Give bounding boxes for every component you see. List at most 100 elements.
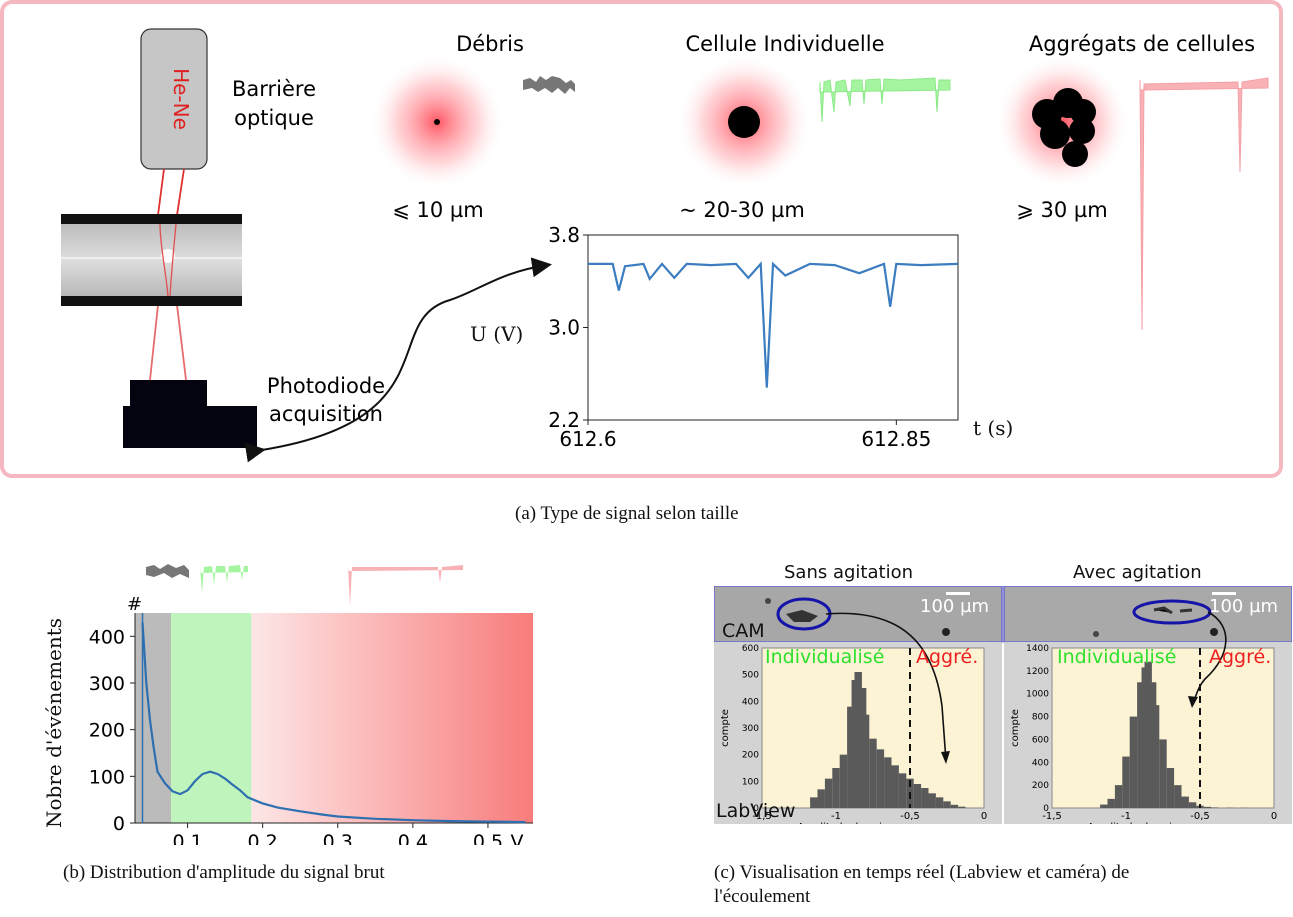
chart3-ytick-label: 1400	[1026, 644, 1049, 654]
scale-bar-right: 100 µm	[1209, 596, 1279, 617]
chart3-bar	[1144, 661, 1152, 808]
chart2-bar	[876, 749, 885, 808]
svg-text:~ 20-30 µm: ~ 20-30 µm	[679, 198, 805, 222]
chart3-xtick-label: -1,5	[1042, 811, 1062, 822]
voltage-axis-label: U (V)	[470, 322, 524, 346]
chart2-xtick-label: -1	[831, 811, 841, 822]
barrier-label-1: Barrière	[232, 77, 316, 101]
thumb-aggregates	[348, 565, 463, 607]
chart3-xlabel: Amplitude des pics	[1087, 822, 1182, 824]
chart1-region	[135, 613, 172, 823]
selection-ellipse-right	[1132, 599, 1212, 625]
label-aggre-left: Aggré.	[916, 646, 979, 668]
caption-c-line1: (c) Visualisation en temps réel (Labview…	[714, 862, 1130, 883]
caption-b: (b) Distribution d'amplitude du signal b…	[63, 862, 385, 883]
chart0-series-line	[588, 261, 959, 388]
laser-beam-top	[157, 168, 185, 216]
chart3-ytick-label: 1000	[1026, 690, 1049, 700]
chart1-ytick-label: 300	[89, 673, 125, 695]
barrier-label-2: optique	[234, 106, 314, 130]
chart2-bar	[943, 801, 951, 808]
svg-text:Cellule Individuelle: Cellule Individuelle	[685, 32, 884, 56]
chart3-bar	[1166, 768, 1175, 808]
chart0-ytick-label: 3.0	[548, 316, 580, 340]
thumb-debris	[146, 564, 189, 578]
chart3-ytick-label: 600	[1032, 735, 1049, 745]
chart2-bar	[958, 806, 966, 808]
chart0-ytick-label: 3.8	[548, 225, 580, 247]
chart2-bar	[854, 672, 862, 808]
photodiode-label-1: Photodiode	[267, 374, 385, 398]
chart2-bar	[847, 706, 855, 808]
chart1-ytick-label: 0	[113, 813, 125, 835]
label-individualise-left: Individualisé	[765, 646, 885, 668]
laser-beam-bottom	[149, 304, 187, 381]
hist-ylabel: Nobre d'événements	[42, 617, 66, 828]
chart1-xtick-label: 0.4	[398, 831, 428, 845]
chart2-ytick-label: 400	[742, 697, 759, 707]
chart3-xtick-label: -1	[1121, 811, 1131, 822]
laser-label: He-Ne	[169, 68, 193, 130]
chart3-bar	[1188, 802, 1197, 808]
svg-text:⩾ 30 µm: ⩾ 30 µm	[1016, 198, 1108, 222]
chart1-ytick-label: 200	[89, 720, 125, 742]
chart1-ytick-label: 100	[89, 766, 125, 788]
chart3-xtick-label: -0,5	[1190, 811, 1210, 822]
chart1-xtick-label: 0.5	[473, 831, 503, 845]
chart3-bar	[1122, 756, 1130, 808]
title-sans-agitation: Sans agitation	[784, 562, 913, 583]
panel-a-diagram: He-Ne Barrière optique Photodiode acquis…	[61, 28, 1269, 463]
labview-label: LabView	[716, 800, 796, 822]
acquisition-arrow	[244, 257, 552, 463]
chart3-ylabel: compte	[1010, 709, 1021, 747]
photodiode-base	[123, 406, 257, 448]
chart2-bar	[884, 757, 892, 808]
chart3-ytick-label: 200	[1032, 781, 1049, 791]
chart2-xlabel: Amplitude des pics	[797, 822, 892, 824]
laser-box	[140, 28, 208, 170]
chart3-bar	[1159, 739, 1167, 808]
chart3-ytick-label: 0	[1043, 804, 1049, 814]
chart3-bar	[1107, 798, 1115, 808]
chart2-ytick-label: 300	[742, 724, 759, 734]
chart2-bar	[817, 789, 825, 808]
chart1-ytick-label: 400	[89, 626, 125, 648]
panel-a-frame	[0, 0, 1283, 478]
chart3-xtick-label: 0	[1271, 811, 1277, 822]
chart2-bar	[891, 765, 899, 808]
chart2-bar	[950, 804, 959, 808]
chart2-ytick-label: 100	[742, 777, 759, 787]
caption-c-line2: l'écoulement	[714, 886, 811, 907]
chart2-bar	[928, 793, 936, 808]
label-individualise-right: Individualisé	[1057, 646, 1177, 668]
cam-label: CAM	[722, 620, 765, 642]
chart3-bar	[1174, 785, 1182, 808]
chart1-series-line	[141, 622, 526, 824]
chart1-xtick-label: 0.2	[248, 831, 278, 845]
chart3-ytick-label: 400	[1032, 758, 1049, 768]
chart2-ytick-label: 200	[742, 751, 759, 761]
chart1-xtick-label: 0.3	[323, 831, 353, 845]
chart3-ytick-label: 1200	[1026, 667, 1049, 677]
chart0-xtick-label: 612.6	[559, 427, 616, 451]
chart2-bar	[839, 754, 848, 808]
chart0-xtick-label: 612.85	[861, 427, 931, 451]
chart2-bar	[935, 797, 944, 808]
chart3-ytick-label: 800	[1032, 713, 1049, 723]
chart2-bar	[898, 773, 907, 808]
category-individual: Cellule Individuelle ~ 20-30 µm	[676, 32, 951, 222]
chart2-bar	[921, 788, 929, 808]
chart2-xtick-label: -0,5	[900, 811, 920, 822]
chart3-bar	[1100, 804, 1108, 808]
chart2-ytick-label: 0	[753, 804, 759, 814]
chart2-xtick-label: 0	[981, 811, 987, 822]
chart1-xlabel: V	[511, 831, 524, 845]
svg-text:Débris: Débris	[456, 32, 524, 56]
chart3-bar	[1203, 806, 1212, 808]
title-avec-agitation: Avec agitation	[1073, 562, 1202, 583]
thumb-individual	[200, 565, 248, 593]
chart0-ytick-label: 2.2	[548, 408, 580, 432]
chart2-xtick-label: -1,5	[752, 811, 772, 822]
chart2-bar	[869, 738, 877, 808]
chart1-xtick-label: 0.1	[172, 831, 202, 845]
